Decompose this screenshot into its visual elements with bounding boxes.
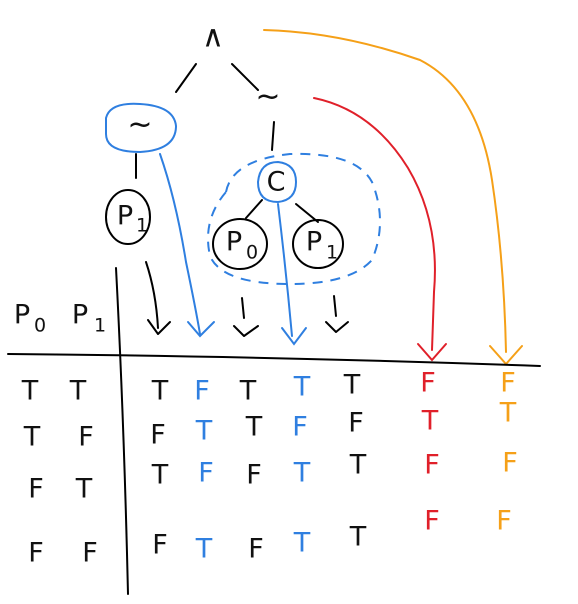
p1-arrowhead bbox=[147, 319, 171, 335]
p1b-arrow bbox=[333, 295, 337, 317]
cell-col1: F bbox=[150, 420, 166, 451]
cell-p1: T bbox=[69, 376, 87, 407]
cell-p0: F bbox=[28, 538, 44, 569]
cell-col7: F bbox=[500, 368, 516, 399]
black-column-arrows bbox=[145, 261, 349, 337]
p1-node-sub: 1 bbox=[136, 215, 148, 237]
table-row: T F F T T F F T T bbox=[23, 398, 517, 453]
root-arrow bbox=[263, 29, 507, 353]
cell-col1: F bbox=[152, 530, 168, 561]
p0-node-sub: 0 bbox=[246, 242, 258, 264]
p0-arrowhead bbox=[233, 325, 259, 337]
cell-col7: T bbox=[499, 398, 517, 429]
left-negation-arrowhead bbox=[187, 321, 215, 338]
table-row: T T T F T T T F F bbox=[21, 368, 516, 407]
cell-col2: F bbox=[198, 458, 214, 489]
p1b-node-sub: 1 bbox=[326, 242, 338, 264]
edge-cond-p0 bbox=[245, 199, 263, 219]
blue-annotations bbox=[105, 102, 381, 346]
cell-p1: F bbox=[78, 422, 94, 453]
conditional-arrowhead bbox=[281, 327, 307, 346]
right-negation-arrowhead bbox=[417, 343, 447, 362]
cell-p1: T bbox=[75, 474, 93, 505]
p1b-node-label: P bbox=[306, 227, 322, 258]
header-p1-letter: P bbox=[72, 300, 88, 331]
cell-col1: T bbox=[151, 376, 169, 407]
p0-arrow bbox=[241, 297, 245, 319]
cell-col5: T bbox=[343, 370, 361, 401]
conditional-arrow bbox=[277, 203, 293, 337]
syntax-tree: ∧ ~ P 1 ~ C P 0 P 1 bbox=[105, 20, 344, 270]
table-frame bbox=[7, 267, 541, 595]
header-p0-sub: 0 bbox=[34, 315, 46, 337]
conditional-operator: C bbox=[267, 167, 286, 198]
edge-root-left bbox=[175, 63, 197, 93]
header-p0-letter: P bbox=[14, 300, 30, 331]
table-row: F T T F F T T F F bbox=[28, 448, 518, 505]
orange-annotation bbox=[263, 29, 523, 366]
cell-p1: F bbox=[82, 538, 98, 569]
cell-col3: F bbox=[246, 460, 262, 491]
table-header-rule bbox=[7, 353, 541, 367]
p1-arrow bbox=[145, 261, 159, 329]
cell-col6: F bbox=[424, 506, 440, 537]
right-negation-arrow bbox=[313, 97, 436, 351]
cell-col1: T bbox=[151, 460, 169, 491]
header-p1-sub: 1 bbox=[94, 315, 106, 337]
root-and-operator: ∧ bbox=[202, 20, 224, 55]
cell-p0: T bbox=[23, 422, 41, 453]
cell-col2: F bbox=[194, 376, 210, 407]
conditional-highlight bbox=[256, 160, 298, 204]
p1-node-circle bbox=[105, 189, 151, 245]
cell-col4: T bbox=[293, 458, 311, 489]
left-negation-highlight bbox=[105, 102, 178, 154]
cell-col6: F bbox=[424, 450, 440, 481]
cell-col5: T bbox=[349, 450, 367, 481]
edge-neg-cond bbox=[271, 121, 275, 151]
p0-node-circle bbox=[212, 218, 268, 270]
cell-col2: T bbox=[195, 416, 213, 447]
table-divider bbox=[115, 267, 129, 595]
cell-p0: F bbox=[28, 474, 44, 505]
table-header: P 0 P 1 bbox=[14, 300, 106, 337]
cell-col3: T bbox=[239, 376, 257, 407]
cell-col5: F bbox=[348, 408, 364, 439]
conditional-subtree-dashed-outline bbox=[207, 152, 381, 286]
left-negation-arrow bbox=[159, 153, 201, 335]
cell-col6: T bbox=[421, 406, 439, 437]
cell-col4: T bbox=[293, 528, 311, 559]
cell-col7: F bbox=[496, 506, 512, 537]
cell-col7: F bbox=[502, 448, 518, 479]
cell-col5: T bbox=[349, 522, 367, 553]
p0-node-label: P bbox=[226, 227, 242, 258]
p1b-node-circle bbox=[292, 219, 344, 269]
edge-root-right bbox=[231, 63, 259, 91]
edge-cond-p1 bbox=[295, 203, 319, 223]
cell-col4: F bbox=[292, 412, 308, 443]
left-negation-operator: ~ bbox=[127, 108, 152, 143]
table-body: T T T F T T T F F T F F T T F F T T F T … bbox=[21, 368, 518, 569]
cell-col4: T bbox=[293, 372, 311, 403]
table-row: F F F T F T T F F bbox=[28, 506, 512, 569]
red-annotation bbox=[313, 97, 447, 362]
p1-node-label: P bbox=[117, 201, 133, 232]
cell-p0: T bbox=[21, 376, 39, 407]
cell-col3: F bbox=[248, 534, 264, 565]
right-negation-operator: ~ bbox=[255, 80, 280, 115]
p1b-arrowhead bbox=[325, 321, 349, 333]
cell-col6: F bbox=[420, 368, 436, 399]
cell-col2: T bbox=[195, 534, 213, 565]
cell-col3: T bbox=[245, 412, 263, 443]
